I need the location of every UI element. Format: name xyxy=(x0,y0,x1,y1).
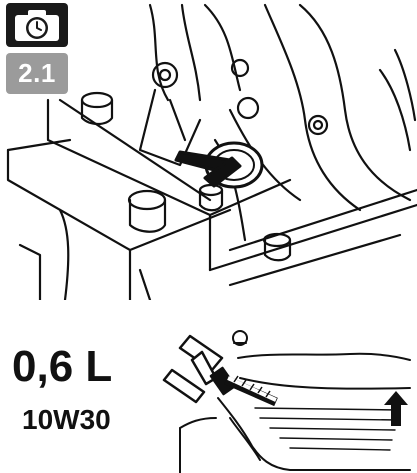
camera-badge xyxy=(6,3,68,47)
oil-volume: 0,6 L xyxy=(12,342,113,391)
step-number-badge: 2.1 xyxy=(6,53,68,94)
engine-illustration xyxy=(6,3,417,300)
up-arrow-icon xyxy=(384,391,408,426)
camera-timer-icon xyxy=(15,10,59,41)
oil-level-diagram xyxy=(162,330,411,473)
oil-grade: 10W30 xyxy=(22,404,111,435)
